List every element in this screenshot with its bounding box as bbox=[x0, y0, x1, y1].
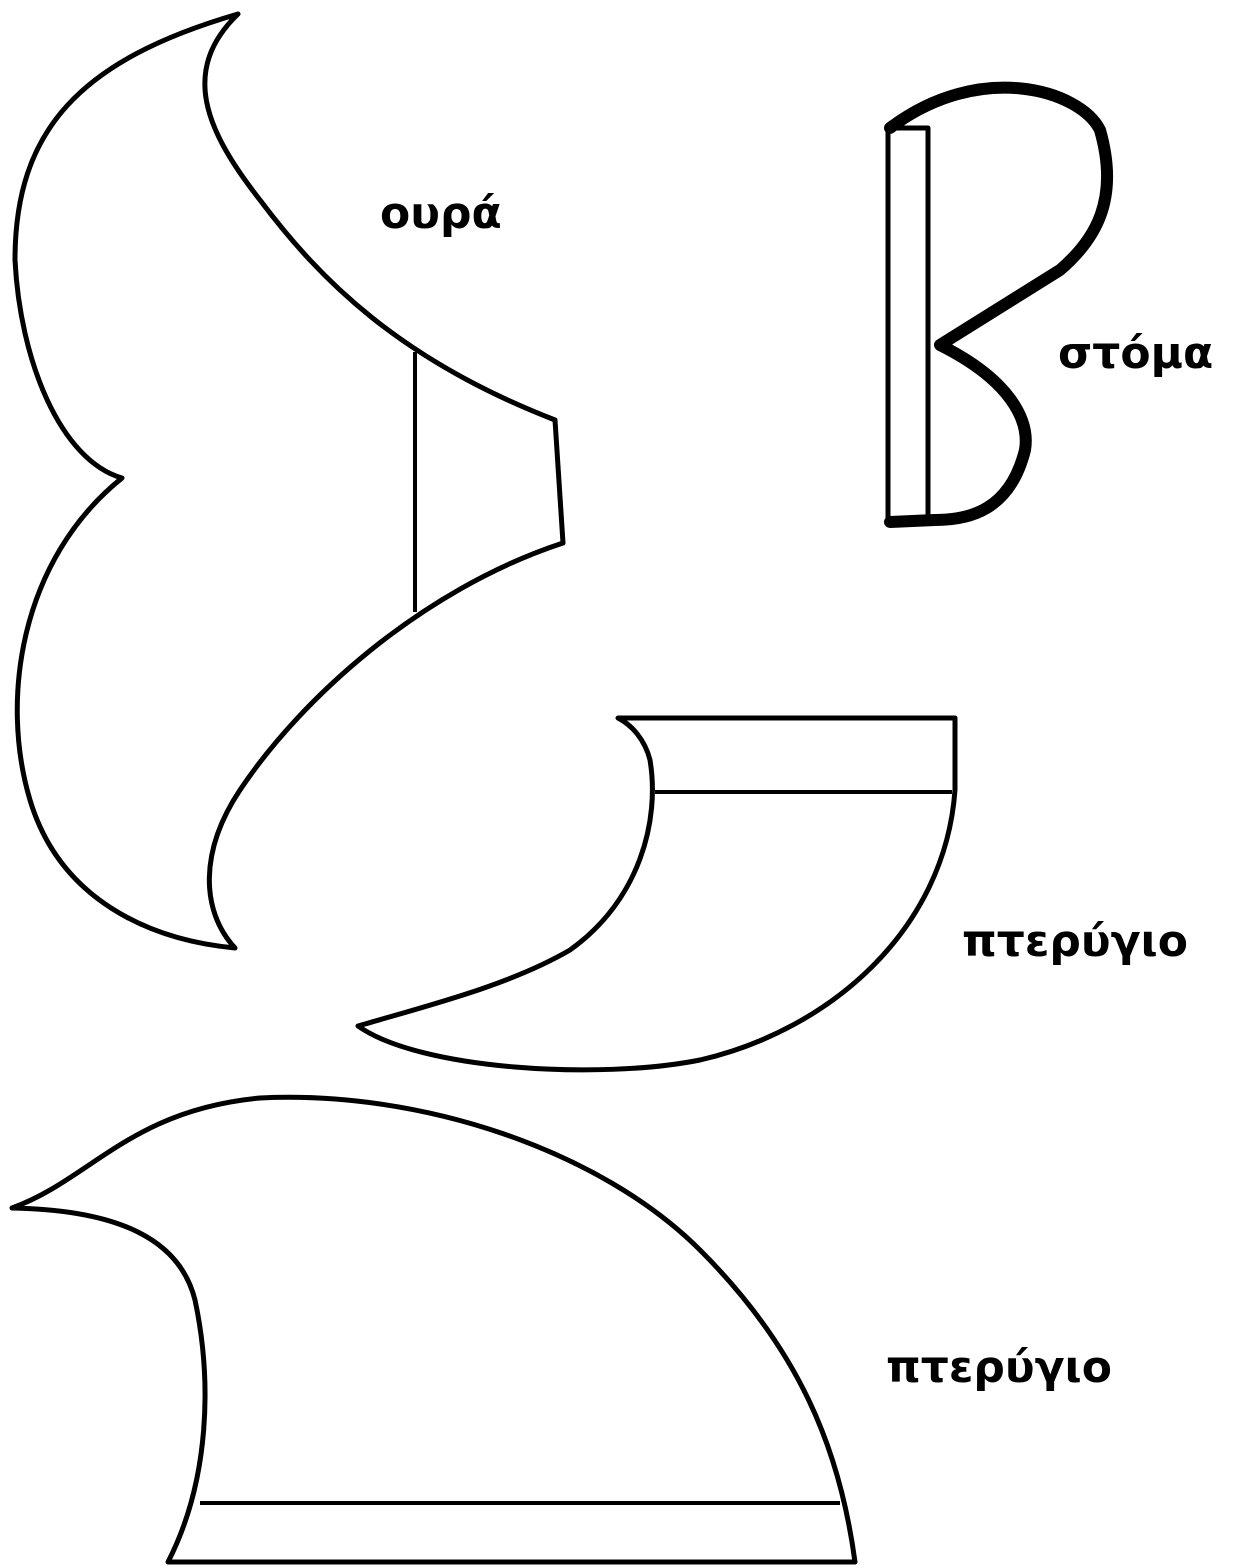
tail-piece: ουρά bbox=[15, 14, 563, 948]
fin-upper-piece: πτερύγιο bbox=[358, 718, 1188, 1070]
fin-upper-label: πτερύγιο bbox=[962, 916, 1188, 967]
tail-label: ουρά bbox=[380, 188, 502, 239]
tail-outline bbox=[15, 14, 563, 948]
mouth-outline bbox=[890, 88, 1107, 522]
mouth-piece: στόμα bbox=[888, 88, 1213, 523]
mouth-strip bbox=[888, 128, 928, 523]
mouth-label: στόμα bbox=[1058, 328, 1213, 379]
fin-lower-outline bbox=[12, 1097, 855, 1562]
fin-upper-outline bbox=[358, 718, 955, 1070]
fin-lower-piece: πτερύγιο bbox=[12, 1097, 1112, 1562]
fin-lower-label: πτερύγιο bbox=[886, 1342, 1112, 1393]
